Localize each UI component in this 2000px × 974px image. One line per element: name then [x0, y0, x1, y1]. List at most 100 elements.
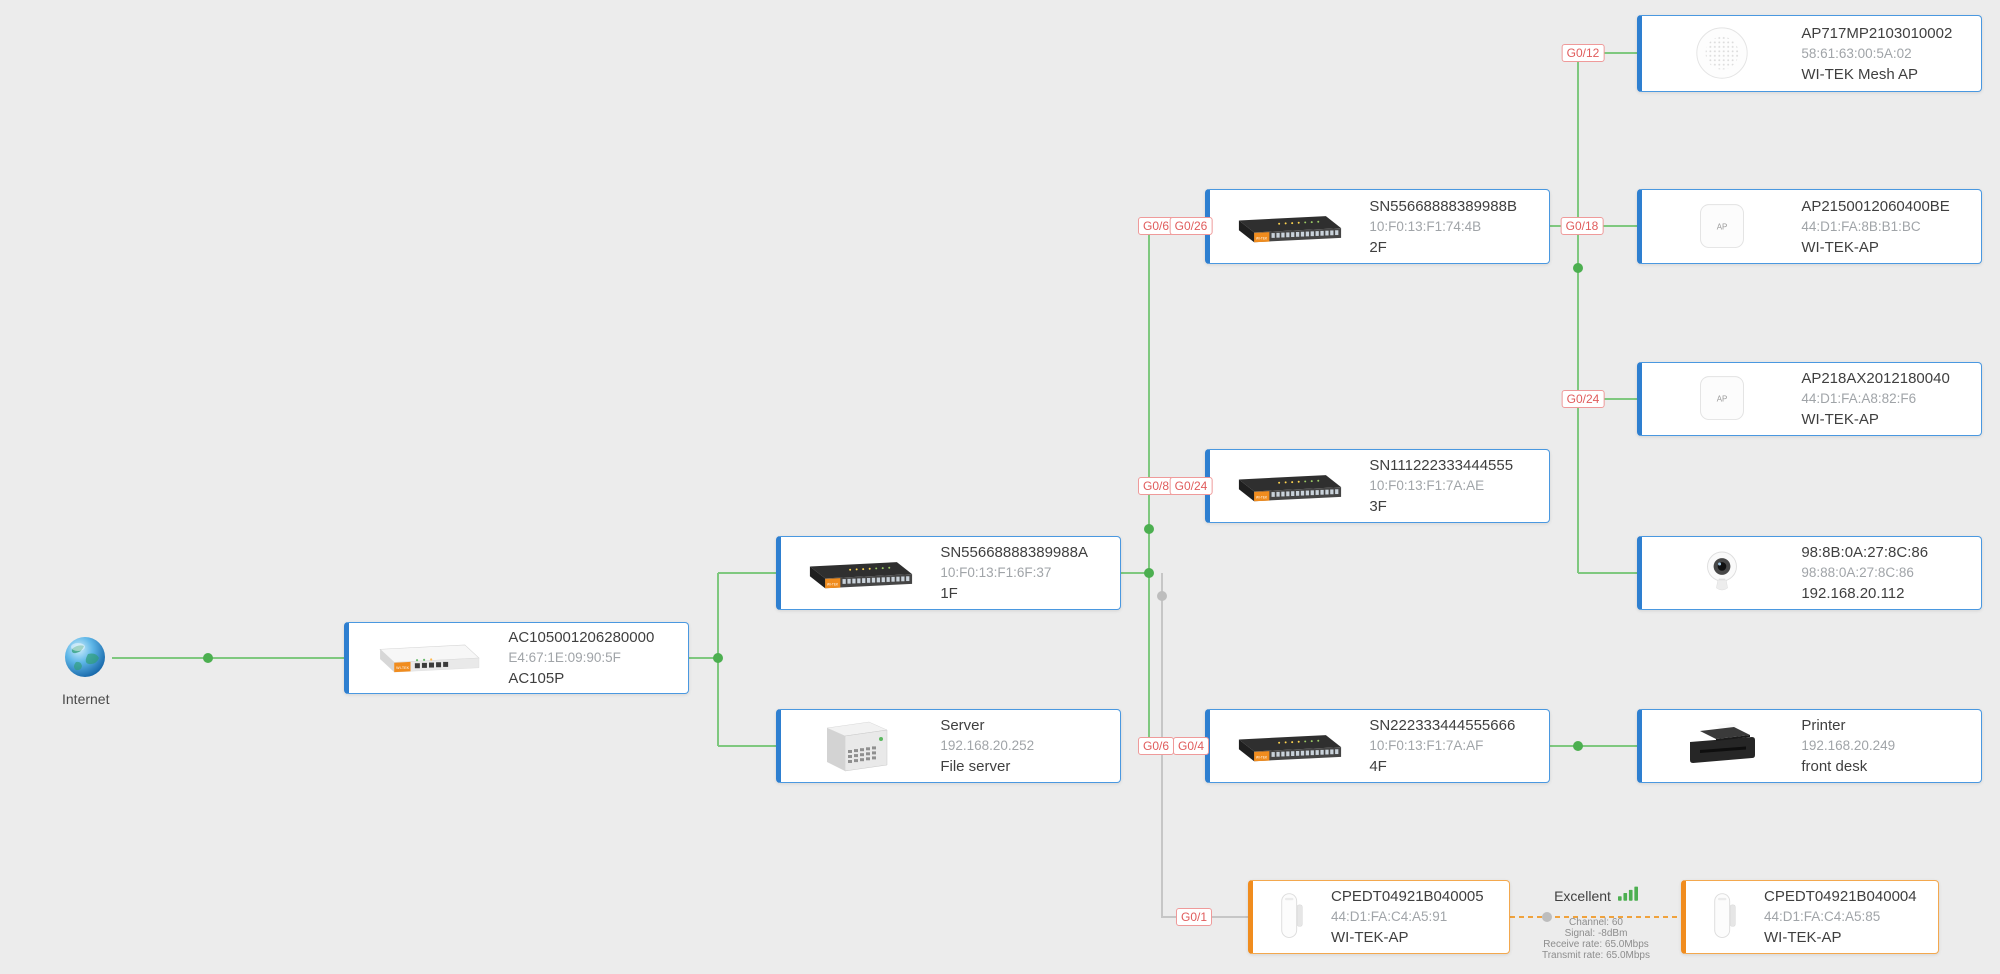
port-label-g0-12: G0/12 — [1561, 44, 1605, 62]
device-label: WI-TEK-AP — [1764, 929, 1842, 946]
device-subtitle: 44:D1:FA:C4:A5:91 — [1331, 909, 1448, 924]
device-subtitle: 10:F0:13:F1:7A:AE — [1369, 478, 1485, 493]
svg-text:WI-TEK: WI-TEK — [1256, 755, 1268, 759]
svg-text:AP: AP — [1716, 395, 1727, 404]
device-text: SN111222333444555 10:F0:13:F1:7A:AE 3F — [1369, 455, 1549, 517]
wireless-signal: Signal: -8dBm — [1564, 928, 1628, 939]
device-title: SN55668888389988A — [940, 544, 1088, 561]
port-label-g0-24: G0/24 — [1169, 477, 1213, 495]
svg-text:WI-TEK: WI-TEK — [1256, 495, 1268, 499]
switch-icon: WI-TEK — [1210, 461, 1369, 511]
device-label: 3F — [1369, 498, 1387, 515]
device-card-switch-1f[interactable]: WI-TEK SN55668888389988A 10:F0:13:F1:6F:37… — [776, 536, 1121, 610]
device-title: AP218AX2012180040 — [1801, 370, 1950, 387]
cpe-icon — [1686, 889, 1764, 945]
device-title: AP717MP2103010002 — [1801, 24, 1953, 42]
device-subtitle: 44:D1:FA:C4:A5:85 — [1764, 909, 1881, 924]
device-label: AC105P — [508, 670, 565, 687]
printer-icon — [1642, 717, 1801, 775]
port-label-g0-1: G0/1 — [1175, 908, 1213, 926]
device-subtitle: 58:61:63:00:5A:02 — [1801, 45, 1912, 61]
camera-icon — [1642, 545, 1801, 601]
device-title: SN222333444555666 — [1369, 717, 1516, 734]
port-label-g0-6: G0/6 — [1137, 737, 1175, 755]
port-label-g0-8: G0/8 — [1137, 477, 1175, 495]
device-label: WI-TEK Mesh AP — [1801, 65, 1919, 83]
device-text: SN55668888389988A 10:F0:13:F1:6F:37 1F — [940, 542, 1120, 604]
device-title: 98:8B:0A:27:8C:86 — [1801, 544, 1929, 561]
device-title: AP2150012060400BE — [1801, 197, 1950, 215]
device-label: 1F — [940, 585, 958, 602]
mesh-ap-icon — [1642, 23, 1801, 85]
device-card-ip-camera[interactable]: 98:8B:0A:27:8C:86 98:88:0A:27:8C:86 192.16… — [1637, 536, 1982, 610]
device-title: AC105001206280000 — [508, 629, 655, 646]
port-label-g0-26: G0/26 — [1169, 217, 1213, 235]
device-subtitle: 192.168.20.252 — [940, 738, 1035, 753]
device-subtitle: 10:F0:13:F1:7A:AF — [1369, 738, 1484, 753]
wireless-transmit-rate: Transmit rate: 65.0Mbps — [1541, 950, 1650, 961]
router-icon: WI-TEK — [349, 633, 508, 683]
device-subtitle: 10:F0:13:F1:6F:37 — [940, 565, 1052, 580]
internet-node[interactable]: Internet — [62, 634, 110, 707]
device-label: WI-TEK-AP — [1331, 929, 1409, 946]
signal-strength-icon — [1617, 886, 1638, 906]
device-label: File server — [940, 758, 1011, 775]
device-title: CPEDT04921B040004 — [1764, 888, 1917, 905]
device-label: 4F — [1369, 758, 1387, 775]
svg-text:WI-TEK: WI-TEK — [827, 582, 839, 586]
device-subtitle: 98:88:0A:27:8C:86 — [1801, 565, 1914, 580]
device-label: 192.168.20.112 — [1801, 585, 1905, 602]
internet-label: Internet — [62, 691, 110, 707]
wireless-link-info: Excellent Channel: 60 Signal: -8dBm Rece… — [1486, 886, 1706, 961]
device-text: SN55668888389988B 10:F0:13:F1:74:4B 2F — [1369, 196, 1549, 258]
port-label-g0-6: G0/6 — [1137, 217, 1175, 235]
switch-icon: WI-TEK — [1210, 202, 1369, 252]
device-label: WI-TEK-AP — [1801, 411, 1879, 428]
device-text: 98:8B:0A:27:8C:86 98:88:0A:27:8C:86 192.16… — [1801, 542, 1981, 604]
device-title: Server — [940, 717, 985, 734]
server-icon — [781, 717, 940, 775]
device-text: SN222333444555666 10:F0:13:F1:7A:AF 4F — [1369, 715, 1549, 777]
link-status-dot-unknown — [1157, 591, 1552, 922]
wireless-channel: Channel: 60 — [1569, 917, 1623, 928]
device-title: SN111222333444555 — [1369, 457, 1514, 474]
switch-icon: WI-TEK — [1210, 721, 1369, 771]
svg-text:WI-TEK: WI-TEK — [396, 666, 409, 670]
svg-text:AP: AP — [1716, 222, 1727, 231]
port-label-g0-24: G0/24 — [1561, 390, 1605, 408]
device-label: WI-TEK-AP — [1801, 238, 1879, 256]
device-subtitle: E4:67:1E:09:90:5F — [508, 650, 621, 665]
device-subtitle: 10:F0:13:F1:74:4B — [1369, 218, 1482, 234]
ap-icon: AP — [1642, 371, 1801, 427]
internet-globe-icon — [62, 637, 108, 684]
device-card-switch-3f[interactable]: WI-TEK SN111222333444555 10:F0:13:F1:7A:AE… — [1205, 449, 1550, 523]
port-label-g0-4: G0/4 — [1172, 737, 1210, 755]
wireless-quality-label: Excellent — [1554, 888, 1611, 904]
wireless-receive-rate: Receive rate: 65.0Mbps — [1543, 939, 1649, 950]
link-status-dot-up — [203, 263, 1583, 751]
ap-icon: AP — [1642, 199, 1801, 255]
device-label: front desk — [1801, 758, 1868, 775]
switch-icon: WI-TEK — [781, 548, 940, 598]
port-label-g0-18: G0/18 — [1560, 217, 1604, 235]
device-title: SN55668888389988B — [1369, 197, 1517, 215]
device-label: 2F — [1369, 238, 1387, 256]
device-card-switch-4f[interactable]: WI-TEK SN222333444555666 10:F0:13:F1:7A:AF… — [1205, 709, 1550, 783]
cpe-icon — [1253, 889, 1331, 945]
